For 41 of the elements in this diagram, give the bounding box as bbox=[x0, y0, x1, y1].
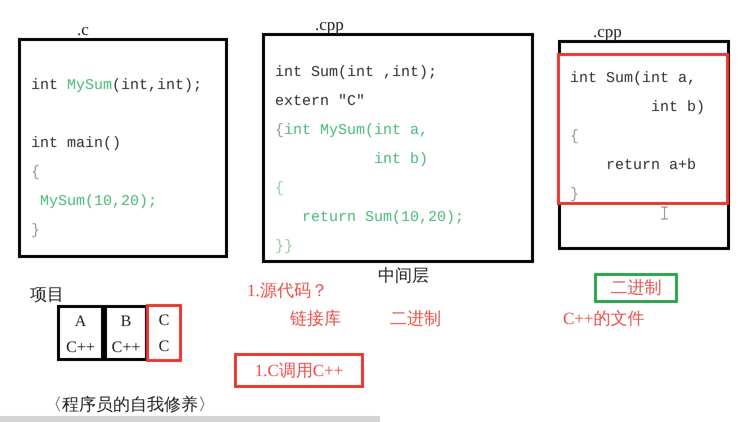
annotation-text: 项目 bbox=[30, 284, 64, 306]
file-name-label: .cpp bbox=[593, 21, 622, 43]
code-panel bbox=[594, 273, 678, 303]
code-line: { bbox=[275, 179, 284, 199]
code-line: { bbox=[31, 163, 40, 183]
code-line: MySum(10,20); bbox=[40, 192, 158, 212]
code-panel bbox=[104, 305, 148, 361]
annotation-text: C++的文件 bbox=[563, 308, 645, 330]
code-line: }} bbox=[275, 237, 294, 257]
annotation-text: 〈程序员的自我修养〉 bbox=[45, 394, 215, 416]
code-panel bbox=[57, 305, 104, 361]
project-label: C bbox=[158, 337, 170, 357]
project-label: C bbox=[158, 311, 170, 331]
code-line: int Sum(int a, bbox=[570, 69, 696, 89]
project-label: A bbox=[74, 312, 86, 332]
code-line: } bbox=[570, 185, 580, 205]
note-text: 二进制 bbox=[610, 277, 662, 300]
annotation-text: 二进制 bbox=[390, 308, 441, 330]
code-line: int MySum(int,int); bbox=[31, 76, 202, 96]
code-line: {int MySum(int a, bbox=[275, 121, 428, 141]
layer-caption: 中间层 bbox=[378, 264, 429, 286]
code-panel bbox=[234, 353, 364, 388]
code-line: { bbox=[570, 127, 580, 147]
code-panel bbox=[557, 53, 729, 205]
code-line: int b) bbox=[374, 150, 428, 170]
project-label: C++ bbox=[66, 338, 95, 358]
code-line: return Sum(10,20); bbox=[302, 208, 464, 228]
project-label: B bbox=[120, 312, 132, 332]
code-line: } bbox=[31, 221, 40, 241]
note-text: 1.C调用C++ bbox=[254, 360, 344, 382]
code-line: int Sum(int ,int); bbox=[275, 63, 438, 83]
annotation-text: 链接库 bbox=[290, 308, 341, 330]
code-line: int b) bbox=[651, 98, 706, 118]
project-label: C++ bbox=[112, 338, 140, 358]
annotation-text: 1.源代码？ bbox=[247, 280, 328, 302]
code-line: int main() bbox=[31, 134, 122, 154]
code-panel bbox=[146, 304, 182, 362]
code-line: return a+b bbox=[606, 156, 696, 176]
file-name-label: .cpp bbox=[315, 14, 344, 36]
code-line: extern "C" bbox=[275, 92, 366, 112]
file-name-label: .c bbox=[77, 19, 89, 41]
